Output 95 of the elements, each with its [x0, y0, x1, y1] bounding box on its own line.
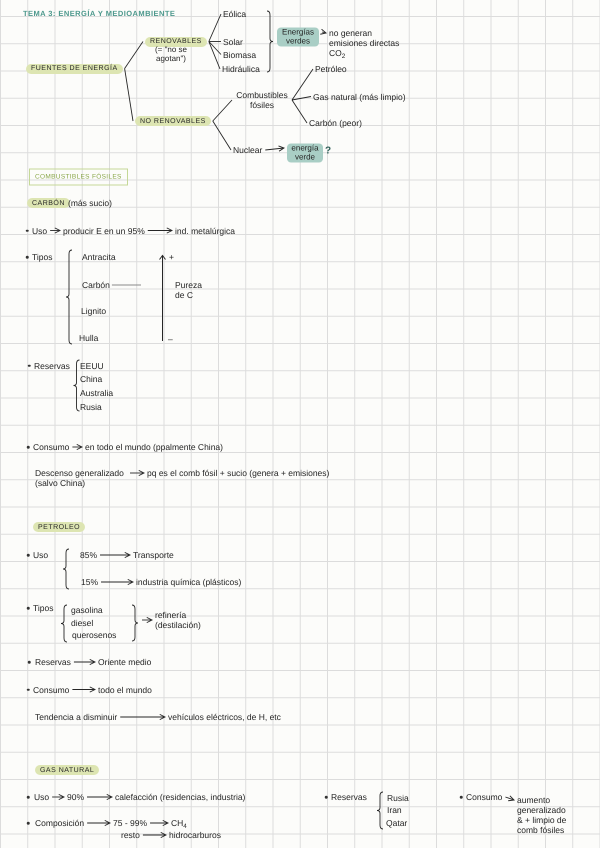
- connector-line: [208, 41, 220, 70]
- list-item: EEUU: [80, 360, 104, 370]
- connector-line: [111, 284, 142, 286]
- note-text: calefacción (residencias, industria): [115, 792, 246, 802]
- connector-line: [212, 120, 232, 150]
- note-text: resto: [121, 830, 140, 840]
- note-text: industria química (plásticos): [136, 577, 242, 587]
- note-text: 85%: [80, 550, 98, 560]
- arrow: [72, 444, 82, 450]
- connector-line: [208, 41, 222, 42]
- branch-label: Gas natural (más limpio): [313, 92, 406, 102]
- highlighted-label: Energías verdes: [277, 27, 319, 46]
- note-text: 15%: [81, 577, 98, 587]
- arrow: [142, 616, 152, 624]
- list-item: Rusia: [387, 792, 409, 802]
- scale-sign: +: [169, 252, 174, 262]
- arrow: [86, 794, 112, 800]
- note-text: 90%: [67, 792, 84, 802]
- connector-line: [208, 14, 222, 42]
- branch-label: Biomasa: [223, 50, 256, 60]
- arrow: [86, 820, 110, 826]
- list-item: querosenos: [72, 630, 116, 640]
- list-item: Carbón: [82, 280, 110, 290]
- list-item: gasolina: [71, 605, 103, 615]
- annotation-text: (= "no se agotan"): [154, 44, 188, 62]
- note-text: Transporte: [133, 550, 174, 560]
- connector-line: [292, 68, 314, 100]
- list-item: Antracita: [82, 252, 116, 262]
- note-text: Oriente medio: [98, 657, 152, 667]
- branch-label: Solar: [223, 36, 243, 46]
- branch-label: Eólica: [223, 9, 246, 19]
- note-text: aumento generalizado & + limpio de comb fósiles: [517, 795, 573, 835]
- note-text: CH$_{4}$: [171, 818, 187, 828]
- note-text: producir E en un 95%: [63, 226, 145, 236]
- arrow: [120, 714, 166, 720]
- arrow: [504, 795, 514, 802]
- list-item: Hulla: [79, 333, 98, 343]
- branch-label: Combustibles fósiles: [234, 90, 290, 110]
- arrow: [150, 820, 168, 826]
- list-heading: Uso: [33, 550, 48, 560]
- list-item: Qatar: [386, 818, 408, 828]
- list-heading: Tipos: [32, 252, 52, 262]
- list-item: Iran: [387, 805, 402, 815]
- note-text: pq es el comb fósil + sucio (genera + emisiones): [147, 468, 330, 478]
- arrow: [73, 658, 96, 666]
- note-text: Consumo: [466, 792, 502, 802]
- list-item: China: [80, 374, 102, 384]
- connector-line: [292, 96, 312, 100]
- arrow: [50, 227, 60, 234]
- note-text: todo el mundo: [98, 684, 152, 694]
- list-item: Rusia: [80, 402, 102, 412]
- arrow: [130, 470, 144, 476]
- arrow: [100, 552, 130, 558]
- list-item: diesel: [71, 618, 94, 628]
- arrow: [147, 227, 172, 234]
- branch-label: Nuclear: [233, 145, 262, 155]
- note-text: 75 - 99%: [113, 818, 148, 828]
- note-text: Reservas: [35, 657, 71, 667]
- note-text: Tendencia a disminuir: [35, 712, 118, 722]
- note-text: Descenso generalizado (salvo China): [35, 468, 127, 488]
- note-text: hidrocarburos: [169, 830, 221, 840]
- note-text: Consumo: [33, 442, 70, 452]
- note-text: vehículos eléctricos, de H, etc: [168, 712, 281, 722]
- arrow: [72, 686, 96, 693]
- connector-line: [124, 68, 134, 122]
- connector-line: [212, 100, 232, 122]
- annotation-text: (más sucio): [68, 198, 112, 208]
- note-text: Composición: [35, 818, 84, 828]
- note-text: en todo el mundo (ppalmente China): [85, 442, 223, 452]
- connector-line: [292, 100, 308, 124]
- note-text: no generan emisiones directas CO$_{2}$: [329, 28, 409, 58]
- annotation-text: ?: [325, 146, 332, 156]
- arrow: [100, 578, 134, 586]
- arrow: [264, 145, 284, 152]
- list-heading: Reservas: [331, 792, 367, 802]
- list-heading: Reservas: [34, 360, 70, 370]
- arrow: [320, 28, 326, 35]
- arrow: [52, 794, 64, 800]
- arrow: [142, 832, 166, 838]
- note-text: Uso: [32, 226, 48, 236]
- note-text: ind. metalúrgica: [175, 226, 236, 236]
- branch-label: Petróleo: [315, 64, 347, 74]
- connector-line: [124, 41, 144, 69]
- highlighted-label: energía verde: [287, 143, 323, 162]
- list-item: Lignito: [81, 306, 106, 316]
- note-text: Consumo: [33, 684, 70, 694]
- branch-label: Hidráulica: [222, 64, 260, 74]
- note-text: Uso: [34, 792, 50, 802]
- list-item: Australia: [80, 388, 114, 398]
- branch-label: Carbón (peor): [309, 118, 362, 128]
- connector-line: [208, 41, 222, 55]
- scale-label: Pureza de C: [175, 280, 203, 300]
- scale-sign: –: [168, 334, 173, 344]
- list-heading: Tipos: [33, 603, 54, 613]
- note-text: refinería (destilación): [155, 610, 213, 630]
